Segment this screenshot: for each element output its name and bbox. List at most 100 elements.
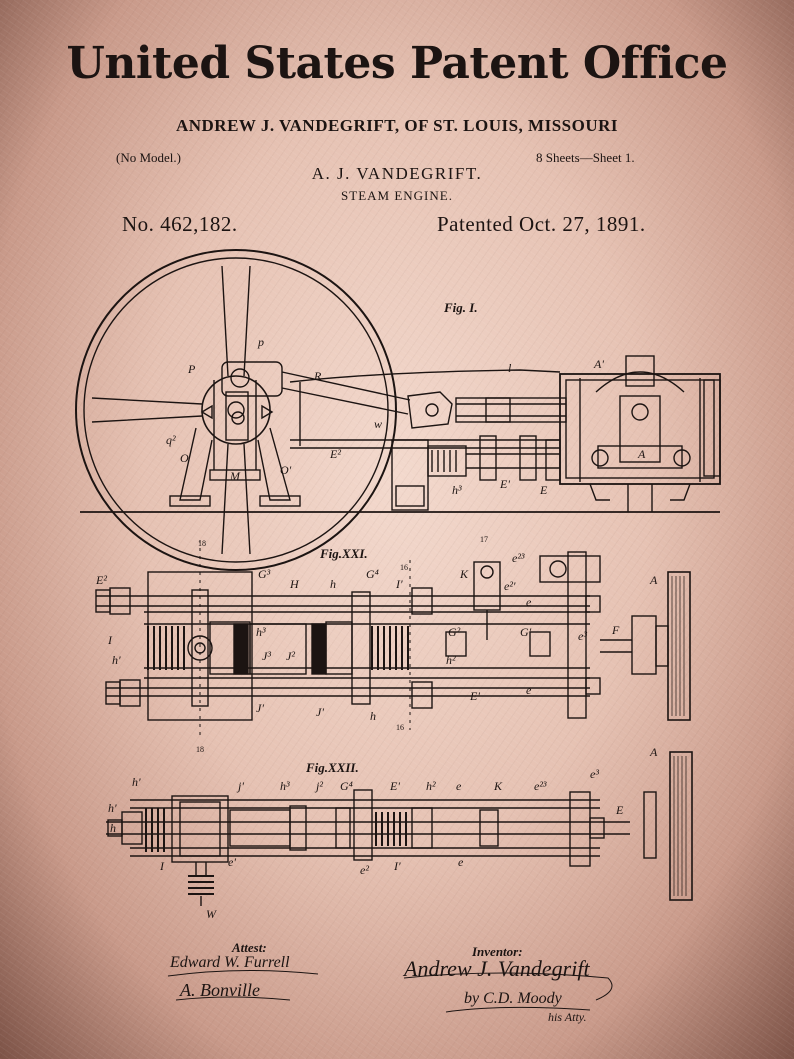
- figure-21-plan: [95, 540, 691, 740]
- cylinder: [559, 355, 721, 512]
- figure-22-label: Fig.XXII.: [306, 760, 359, 775]
- no-model-note: (No Model.): [116, 150, 181, 165]
- svg-text:J³: J³: [262, 649, 271, 663]
- svg-text:e³: e³: [578, 629, 587, 643]
- svg-text:A: A: [649, 745, 658, 759]
- svg-text:h³: h³: [256, 625, 266, 639]
- section-marks: 18 17 16 18 16: [196, 535, 488, 754]
- svg-text:e': e': [228, 855, 236, 869]
- svg-text:16: 16: [396, 723, 404, 732]
- figure-21-label: Fig.XXI.: [320, 546, 368, 561]
- svg-text:h: h: [370, 709, 376, 723]
- valve-gear: [391, 435, 561, 511]
- svg-text:I': I': [393, 859, 401, 873]
- svg-text:16: 16: [400, 563, 408, 572]
- crosshead-guide: [455, 397, 567, 423]
- svg-text:e²: e²: [360, 863, 369, 877]
- svg-text:M: M: [229, 469, 241, 483]
- svg-text:e³: e³: [590, 767, 599, 781]
- svg-text:j²: j²: [314, 779, 323, 793]
- sheet-count: 8 Sheets—Sheet 1.: [536, 150, 635, 165]
- svg-text:h³: h³: [280, 779, 290, 793]
- svg-text:O': O': [280, 463, 292, 477]
- svg-text:j': j': [236, 779, 244, 793]
- svg-text:h': h': [132, 775, 141, 789]
- svg-text:E²: E²: [95, 573, 107, 587]
- figure-1-elevation: [75, 249, 721, 571]
- svg-text:w: w: [374, 417, 382, 431]
- eccentric-stand: [169, 380, 301, 507]
- svg-text:I: I: [107, 633, 113, 647]
- attest-label: Attest:: [232, 940, 267, 955]
- attorney-signature: by C.D. Moody: [464, 990, 562, 1007]
- svg-text:E': E': [499, 477, 510, 491]
- svg-text:h': h': [108, 801, 117, 815]
- figure-22-section: [106, 751, 693, 906]
- svg-text:A: A: [649, 573, 658, 587]
- svg-text:G': G': [520, 625, 532, 639]
- figure-1-label: Fig. I.: [444, 300, 478, 315]
- svg-text:G³: G³: [258, 567, 271, 581]
- svg-text:A: A: [637, 447, 646, 461]
- svg-text:F: F: [611, 623, 620, 637]
- witness-signature-1: Edward W. Furrell: [170, 954, 290, 971]
- svg-text:p: p: [257, 335, 264, 349]
- svg-text:I': I': [395, 577, 403, 591]
- svg-text:e: e: [458, 855, 464, 869]
- svg-text:G²: G²: [448, 625, 461, 639]
- svg-text:O: O: [180, 451, 189, 465]
- svg-text:h': h': [112, 653, 121, 667]
- svg-text:I: I: [159, 859, 165, 873]
- svg-text:e: e: [526, 683, 532, 697]
- svg-text:e²³: e²³: [512, 551, 525, 565]
- svg-text:l: l: [508, 361, 512, 375]
- svg-text:18: 18: [196, 745, 204, 754]
- svg-text:J': J': [256, 701, 264, 715]
- page-title: United States Patent Office: [66, 38, 728, 89]
- svg-text:q²: q²: [166, 433, 176, 447]
- svg-text:18: 18: [198, 539, 206, 548]
- svg-text:h²: h²: [446, 653, 456, 667]
- patent-date: Patented Oct. 27, 1891.: [437, 212, 646, 236]
- svg-text:E²: E²: [329, 447, 341, 461]
- svg-text:G⁴: G⁴: [366, 567, 379, 581]
- connecting-rod: [221, 361, 453, 429]
- svg-text:W: W: [206, 907, 217, 921]
- signature-flourishes: [167, 969, 613, 1013]
- svg-text:J²: J²: [286, 649, 295, 663]
- inventor-name: A. J. VANDEGRIFT.: [311, 164, 483, 183]
- svg-text:K: K: [459, 567, 469, 581]
- witness-signature-2: A. Bonville: [180, 980, 260, 1000]
- svg-text:h: h: [330, 577, 336, 591]
- svg-text:e: e: [456, 779, 462, 793]
- svg-text:J': J': [316, 705, 324, 719]
- svg-text:R: R: [313, 369, 322, 383]
- svg-text:E: E: [615, 803, 624, 817]
- svg-text:17: 17: [480, 535, 488, 544]
- svg-text:e: e: [526, 595, 532, 609]
- svg-text:h³: h³: [452, 483, 462, 497]
- invention-subject: STEAM ENGINE.: [341, 188, 453, 203]
- svg-text:H: H: [289, 577, 300, 591]
- flywheel: [75, 249, 397, 571]
- svg-text:e²': e²': [504, 579, 516, 593]
- inventor-label: Inventor:: [472, 944, 523, 959]
- svg-text:e²³: e²³: [534, 779, 547, 793]
- svg-text:K: K: [493, 779, 503, 793]
- svg-text:E: E: [539, 483, 548, 497]
- attorney-title: his Atty.: [548, 1010, 587, 1024]
- inventor-signature: Andrew J. Vandegrift: [404, 956, 590, 981]
- svg-text:h: h: [110, 821, 116, 835]
- svg-text:E': E': [389, 779, 400, 793]
- svg-text:A': A': [593, 357, 604, 371]
- svg-text:E': E': [469, 689, 480, 703]
- svg-text:P: P: [187, 362, 196, 376]
- svg-text:h²: h²: [426, 779, 436, 793]
- svg-text:G⁴: G⁴: [340, 779, 353, 793]
- patent-number: No. 462,182.: [122, 212, 238, 236]
- inventor-line: ANDREW J. VANDEGRIFT, OF ST. LOUIS, MISS…: [175, 116, 619, 135]
